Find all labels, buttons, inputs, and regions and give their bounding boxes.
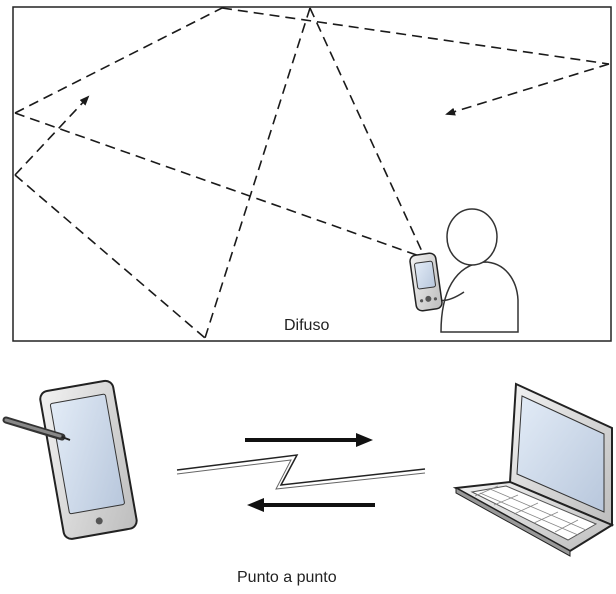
laptop-front-edge [455,487,571,557]
laptop-icon [452,382,615,557]
ray-left-wall-diagonal [14,112,426,259]
ray-center-to-device [309,7,426,259]
diffuse-rays [14,7,610,339]
transfer-arrows [245,433,375,512]
room-frame [12,6,612,342]
ray-center-down [204,7,311,339]
point-to-point-panel: Punto a punto [2,379,615,586]
ray-arrow-right [445,63,610,116]
point-to-point-label: Punto a punto [237,569,337,586]
person-head [446,208,498,266]
pda-icon [409,252,443,312]
diffuse-panel: Difuso [12,6,612,342]
diffuse-label: Difuso [284,317,329,334]
ray-left-floor [14,174,206,339]
ray-ceiling-left [14,7,223,114]
ray-arrow-upper-left [14,95,90,176]
ray-ceiling-right [221,7,610,65]
laptop-screen [516,395,605,513]
tablet-icon [39,379,138,540]
stylus-icon [2,416,71,441]
wireless-link-icon [176,454,426,486]
